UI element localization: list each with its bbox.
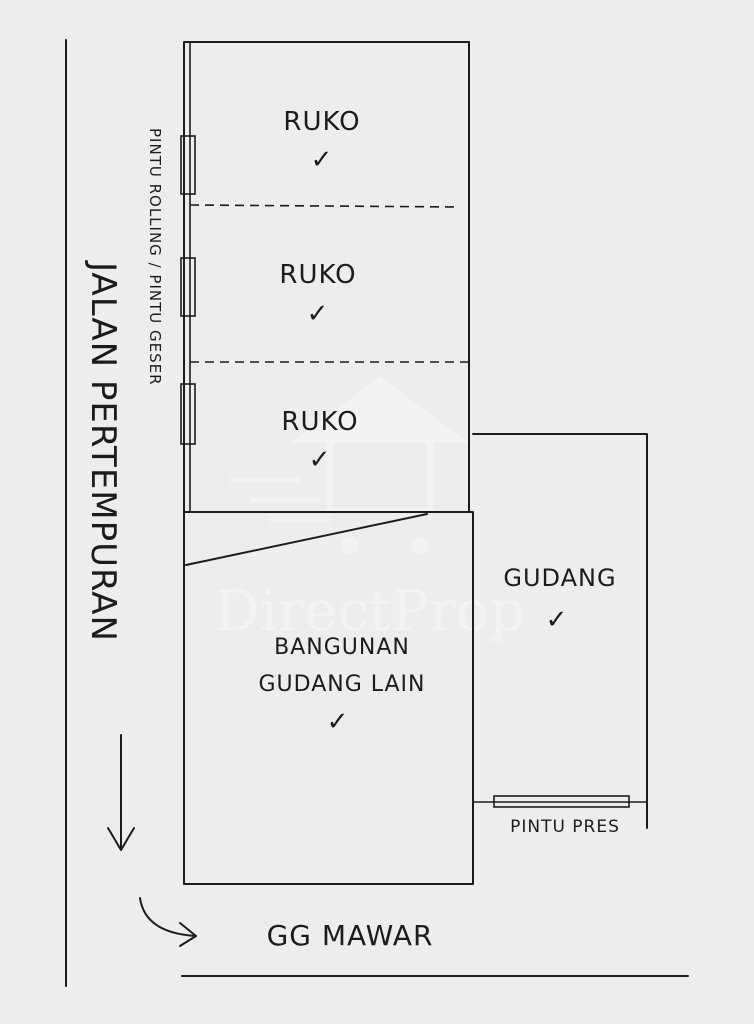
bangunan-label-line1: BANGUNAN [274, 635, 410, 660]
rolling-door-1 [180, 135, 196, 195]
ruko-label-3: RUKO [281, 407, 358, 437]
check-ruko-1: ✓ [311, 145, 334, 175]
check-bangunan: ✓ [327, 707, 350, 737]
bangunan-label-line2: GUDANG LAIN [258, 672, 425, 697]
check-ruko-2: ✓ [307, 299, 330, 329]
pintu-pres-label: PINTU PRES [510, 817, 620, 837]
check-ruko-3: ✓ [309, 445, 332, 475]
ruko-label-2: RUKO [279, 260, 356, 290]
diagonal-wall [185, 513, 428, 566]
pintu-rolling-label: PINTU ROLLING / PINTU GESER [146, 128, 164, 386]
house-cart-logo [230, 376, 469, 554]
gudang-label: GUDANG [503, 564, 616, 592]
ruko-label-1: RUKO [283, 107, 360, 137]
bangunan-gudang-lain [183, 511, 474, 885]
pintu-pres-door [493, 795, 630, 808]
check-gudang: ✓ [546, 605, 569, 635]
turn-arrow-icon [139, 897, 197, 947]
down-arrow-icon [107, 734, 135, 851]
gg-mawar-label: GG MAWAR [267, 919, 434, 952]
jalan-pertempuran-label: JALAN PERTEMPURAN [83, 260, 123, 642]
gudang-outline [472, 433, 648, 829]
ruko-divider-1 [189, 204, 461, 208]
rolling-door-2 [180, 257, 196, 317]
rolling-door-3 [180, 383, 196, 445]
